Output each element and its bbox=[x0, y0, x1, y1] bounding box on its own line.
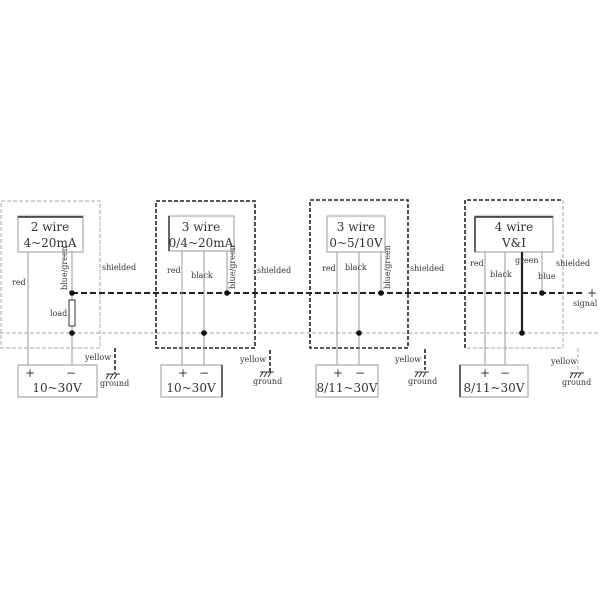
load-label: load bbox=[50, 309, 67, 318]
label: ground bbox=[408, 377, 437, 386]
shield-box bbox=[155, 200, 256, 349]
label: − bbox=[355, 366, 365, 380]
label: ground bbox=[253, 377, 282, 386]
wire-label: blue/green bbox=[60, 246, 69, 290]
shield-box bbox=[0, 200, 101, 349]
label: + bbox=[480, 366, 490, 380]
label: yellow bbox=[239, 355, 266, 364]
ground-icon bbox=[414, 371, 429, 378]
label: + bbox=[25, 366, 35, 380]
label: − bbox=[66, 366, 76, 380]
label: 8/11~30V bbox=[317, 381, 378, 395]
label: yellow bbox=[550, 357, 577, 366]
label: red bbox=[167, 266, 181, 275]
label: − bbox=[500, 366, 510, 380]
label: ground bbox=[100, 379, 129, 388]
label: yellow bbox=[394, 355, 421, 364]
label: − bbox=[199, 366, 209, 380]
panel-2-wire: 2 wire 4~20mA red blue/green load shield… bbox=[0, 200, 136, 398]
label: 0/4~20mA bbox=[169, 236, 234, 250]
label: + bbox=[178, 366, 188, 380]
supply-voltage: 10~30V bbox=[32, 381, 82, 395]
label: 0~5/10V bbox=[329, 236, 383, 250]
sensor-type: 2 wire bbox=[31, 220, 69, 234]
load-resistor bbox=[68, 299, 76, 327]
label: shielded bbox=[556, 259, 590, 268]
shield-label: shielded bbox=[102, 263, 136, 272]
power-supply bbox=[459, 364, 529, 398]
ground-icon bbox=[105, 373, 120, 380]
power-supply bbox=[17, 364, 98, 398]
label: shielded bbox=[410, 264, 444, 273]
sensor-box bbox=[326, 215, 386, 253]
label: blue bbox=[538, 272, 556, 281]
signal-label: signal bbox=[573, 299, 598, 308]
label: + bbox=[333, 366, 343, 380]
label: ground bbox=[562, 378, 591, 387]
panel-4-wire: 4 wire V&I red black green blue shielded… bbox=[459, 199, 591, 398]
label: black bbox=[490, 270, 512, 279]
label: red bbox=[470, 259, 484, 268]
power-supply bbox=[315, 364, 379, 398]
label: black bbox=[345, 263, 367, 272]
label: shielded bbox=[257, 266, 291, 275]
label: 4 wire bbox=[495, 220, 533, 234]
label: V&I bbox=[501, 236, 526, 250]
label: blue/green bbox=[228, 245, 237, 289]
sensor-box bbox=[17, 215, 84, 253]
shield-box bbox=[464, 199, 563, 348]
ground-icon bbox=[569, 372, 584, 379]
label: blue/green bbox=[383, 245, 392, 289]
wire-label: red bbox=[12, 278, 26, 287]
label: yellow bbox=[84, 353, 111, 362]
ground-icon bbox=[259, 371, 274, 378]
panel-3-wire-voltage: 3 wire 0~5/10V red black blue/green shie… bbox=[309, 199, 444, 398]
label: red bbox=[322, 264, 336, 273]
label: black bbox=[191, 271, 213, 280]
sensor-range: 4~20mA bbox=[23, 236, 76, 250]
label: 3 wire bbox=[337, 220, 375, 234]
label: 3 wire bbox=[182, 220, 220, 234]
signal-plus: + bbox=[587, 286, 597, 300]
label: 8/11~30V bbox=[464, 381, 525, 395]
label: 10~30V bbox=[166, 381, 216, 395]
panel-3-wire-current: 3 wire 0/4~20mA red black blue/green shi… bbox=[155, 200, 291, 398]
sensor-box bbox=[474, 215, 554, 253]
label: green bbox=[515, 256, 539, 265]
